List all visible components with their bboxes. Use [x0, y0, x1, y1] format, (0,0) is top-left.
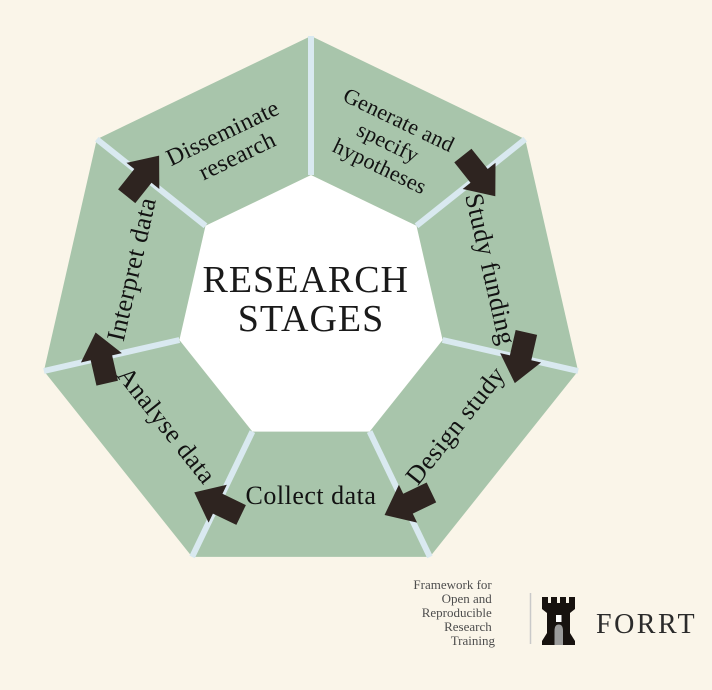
center-area	[179, 175, 443, 432]
castle-door	[554, 624, 563, 645]
forrt-tagline-line: Framework for	[413, 577, 492, 592]
forrt-tagline-line: Open and	[442, 591, 493, 606]
arrow-to-analyse-data-icon	[194, 484, 246, 525]
castle-window	[556, 615, 562, 622]
forrt-tagline-line: Reproducible	[422, 605, 492, 620]
arrow-to-disseminate-research-icon	[118, 155, 160, 204]
stage-label-collect-data: Collect data	[246, 481, 377, 510]
forrt-tagline: Framework for Open and Reproducible Rese…	[413, 577, 495, 648]
castle-tower-icon	[542, 597, 575, 645]
stage-label-line: Collect data	[246, 481, 377, 510]
stage-segment-collect-data	[192, 431, 430, 557]
forrt-tagline-line: Training	[451, 633, 496, 648]
diagram-title-line1: RESEARCH	[203, 259, 409, 301]
diagram-title: RESEARCH STAGES	[203, 259, 420, 340]
arrow-to-study-funding-icon	[454, 148, 496, 197]
arrow-to-interpret-data-icon	[80, 332, 122, 386]
forrt-wordmark: FORRT	[596, 609, 697, 640]
arrow-to-collect-data-icon	[384, 482, 437, 523]
diagram-title-line2: STAGES	[238, 298, 385, 340]
forrt-logo: Framework for Open and Reproducible Rese…	[413, 577, 697, 648]
forrt-tagline-line: Research	[444, 619, 492, 634]
arrow-to-design-study-icon	[500, 330, 542, 384]
